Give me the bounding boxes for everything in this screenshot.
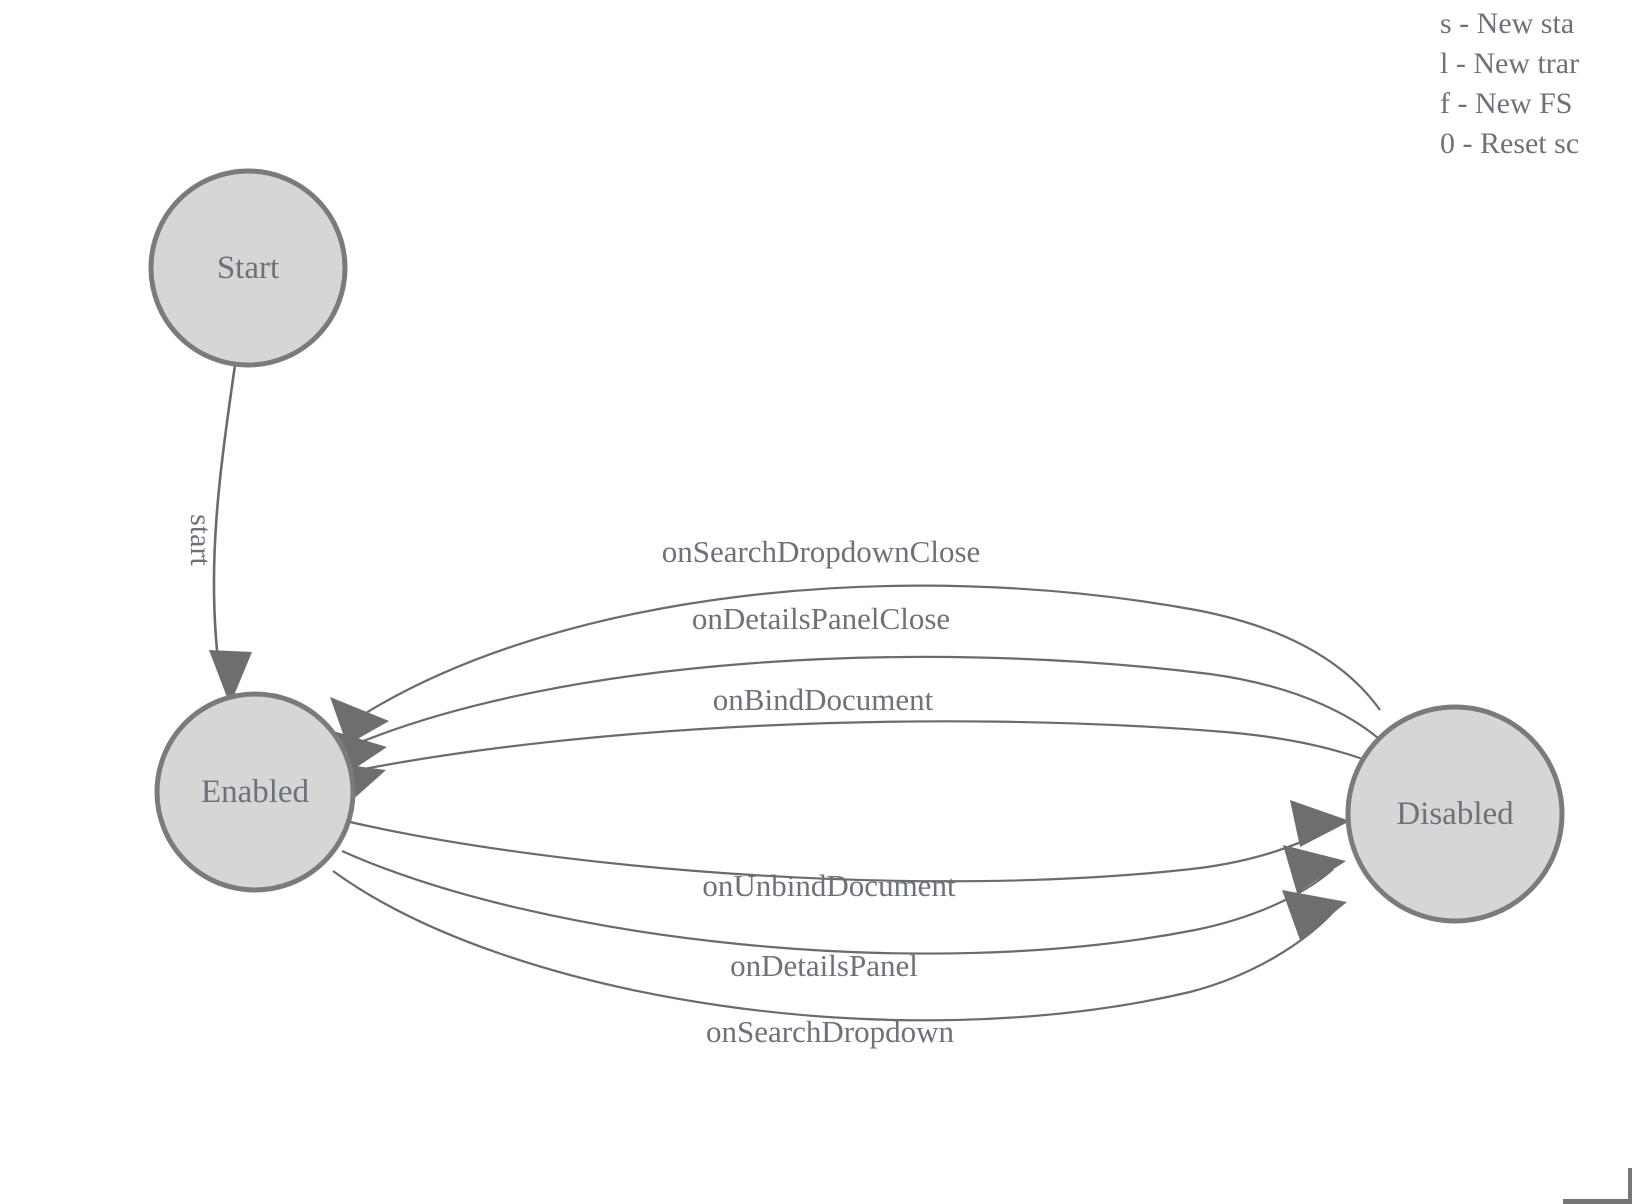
edge-onSearchDropdown[interactable]: onSearchDropdown — [332, 870, 1347, 1049]
node-circle — [1345, 704, 1565, 924]
arrow-head-icon — [209, 650, 252, 705]
edge-onSearchDropdownClose[interactable]: onSearchDropdownClose — [330, 534, 1381, 745]
edge-onUnbindDocument[interactable]: onUnbindDocument — [349, 800, 1350, 903]
edge-label: onDetailsPanel — [730, 948, 918, 983]
arrow-head-icon — [1290, 800, 1350, 847]
help-overlay: s - New sta l - New trar f - New FS 0 - … — [1430, 0, 1632, 164]
edge-path — [353, 720, 1421, 791]
edge-path — [360, 584, 1381, 717]
edge-label: start — [184, 514, 217, 566]
edge-onDetailsPanel[interactable]: onDetailsPanel — [341, 845, 1346, 983]
help-line: 0 - Reset sc — [1440, 127, 1580, 160]
edge-start[interactable]: start — [184, 364, 252, 705]
edge-label: onSearchDropdown — [706, 1014, 954, 1049]
node-label: Start — [217, 250, 279, 286]
arrow-head-icon — [1283, 845, 1346, 893]
help-line: l - New trar — [1440, 47, 1580, 80]
edge-path — [332, 870, 1336, 1022]
node-start[interactable]: Start — [148, 168, 348, 368]
node-circle — [148, 168, 348, 368]
help-line: f - New FS — [1440, 87, 1573, 120]
node-disabled[interactable]: Disabled — [1345, 704, 1565, 924]
help-line: s - New sta — [1440, 7, 1575, 40]
node-label: Disabled — [1396, 796, 1514, 832]
edge-path — [212, 364, 237, 661]
arrow-head-icon — [330, 697, 389, 745]
node-label: Enabled — [201, 774, 310, 810]
edge-path — [341, 849, 1334, 955]
edge-label: onDetailsPanelClose — [692, 601, 950, 636]
edge-onDetailsPanelClose[interactable]: onDetailsPanelClose — [330, 601, 1396, 777]
edge-label: onUnbindDocument — [702, 868, 956, 903]
edge-label: onBindDocument — [713, 682, 934, 717]
node-enabled[interactable]: Enabled — [154, 691, 356, 893]
edge-onBindDocument[interactable]: onBindDocument — [333, 682, 1421, 803]
edge-label: onSearchDropdownClose — [662, 534, 981, 569]
edge-path — [355, 655, 1396, 755]
frame-corner — [1563, 1168, 1632, 1204]
node-circle — [154, 691, 356, 893]
edge-path — [349, 820, 1338, 883]
arrow-head-icon — [1282, 890, 1347, 940]
